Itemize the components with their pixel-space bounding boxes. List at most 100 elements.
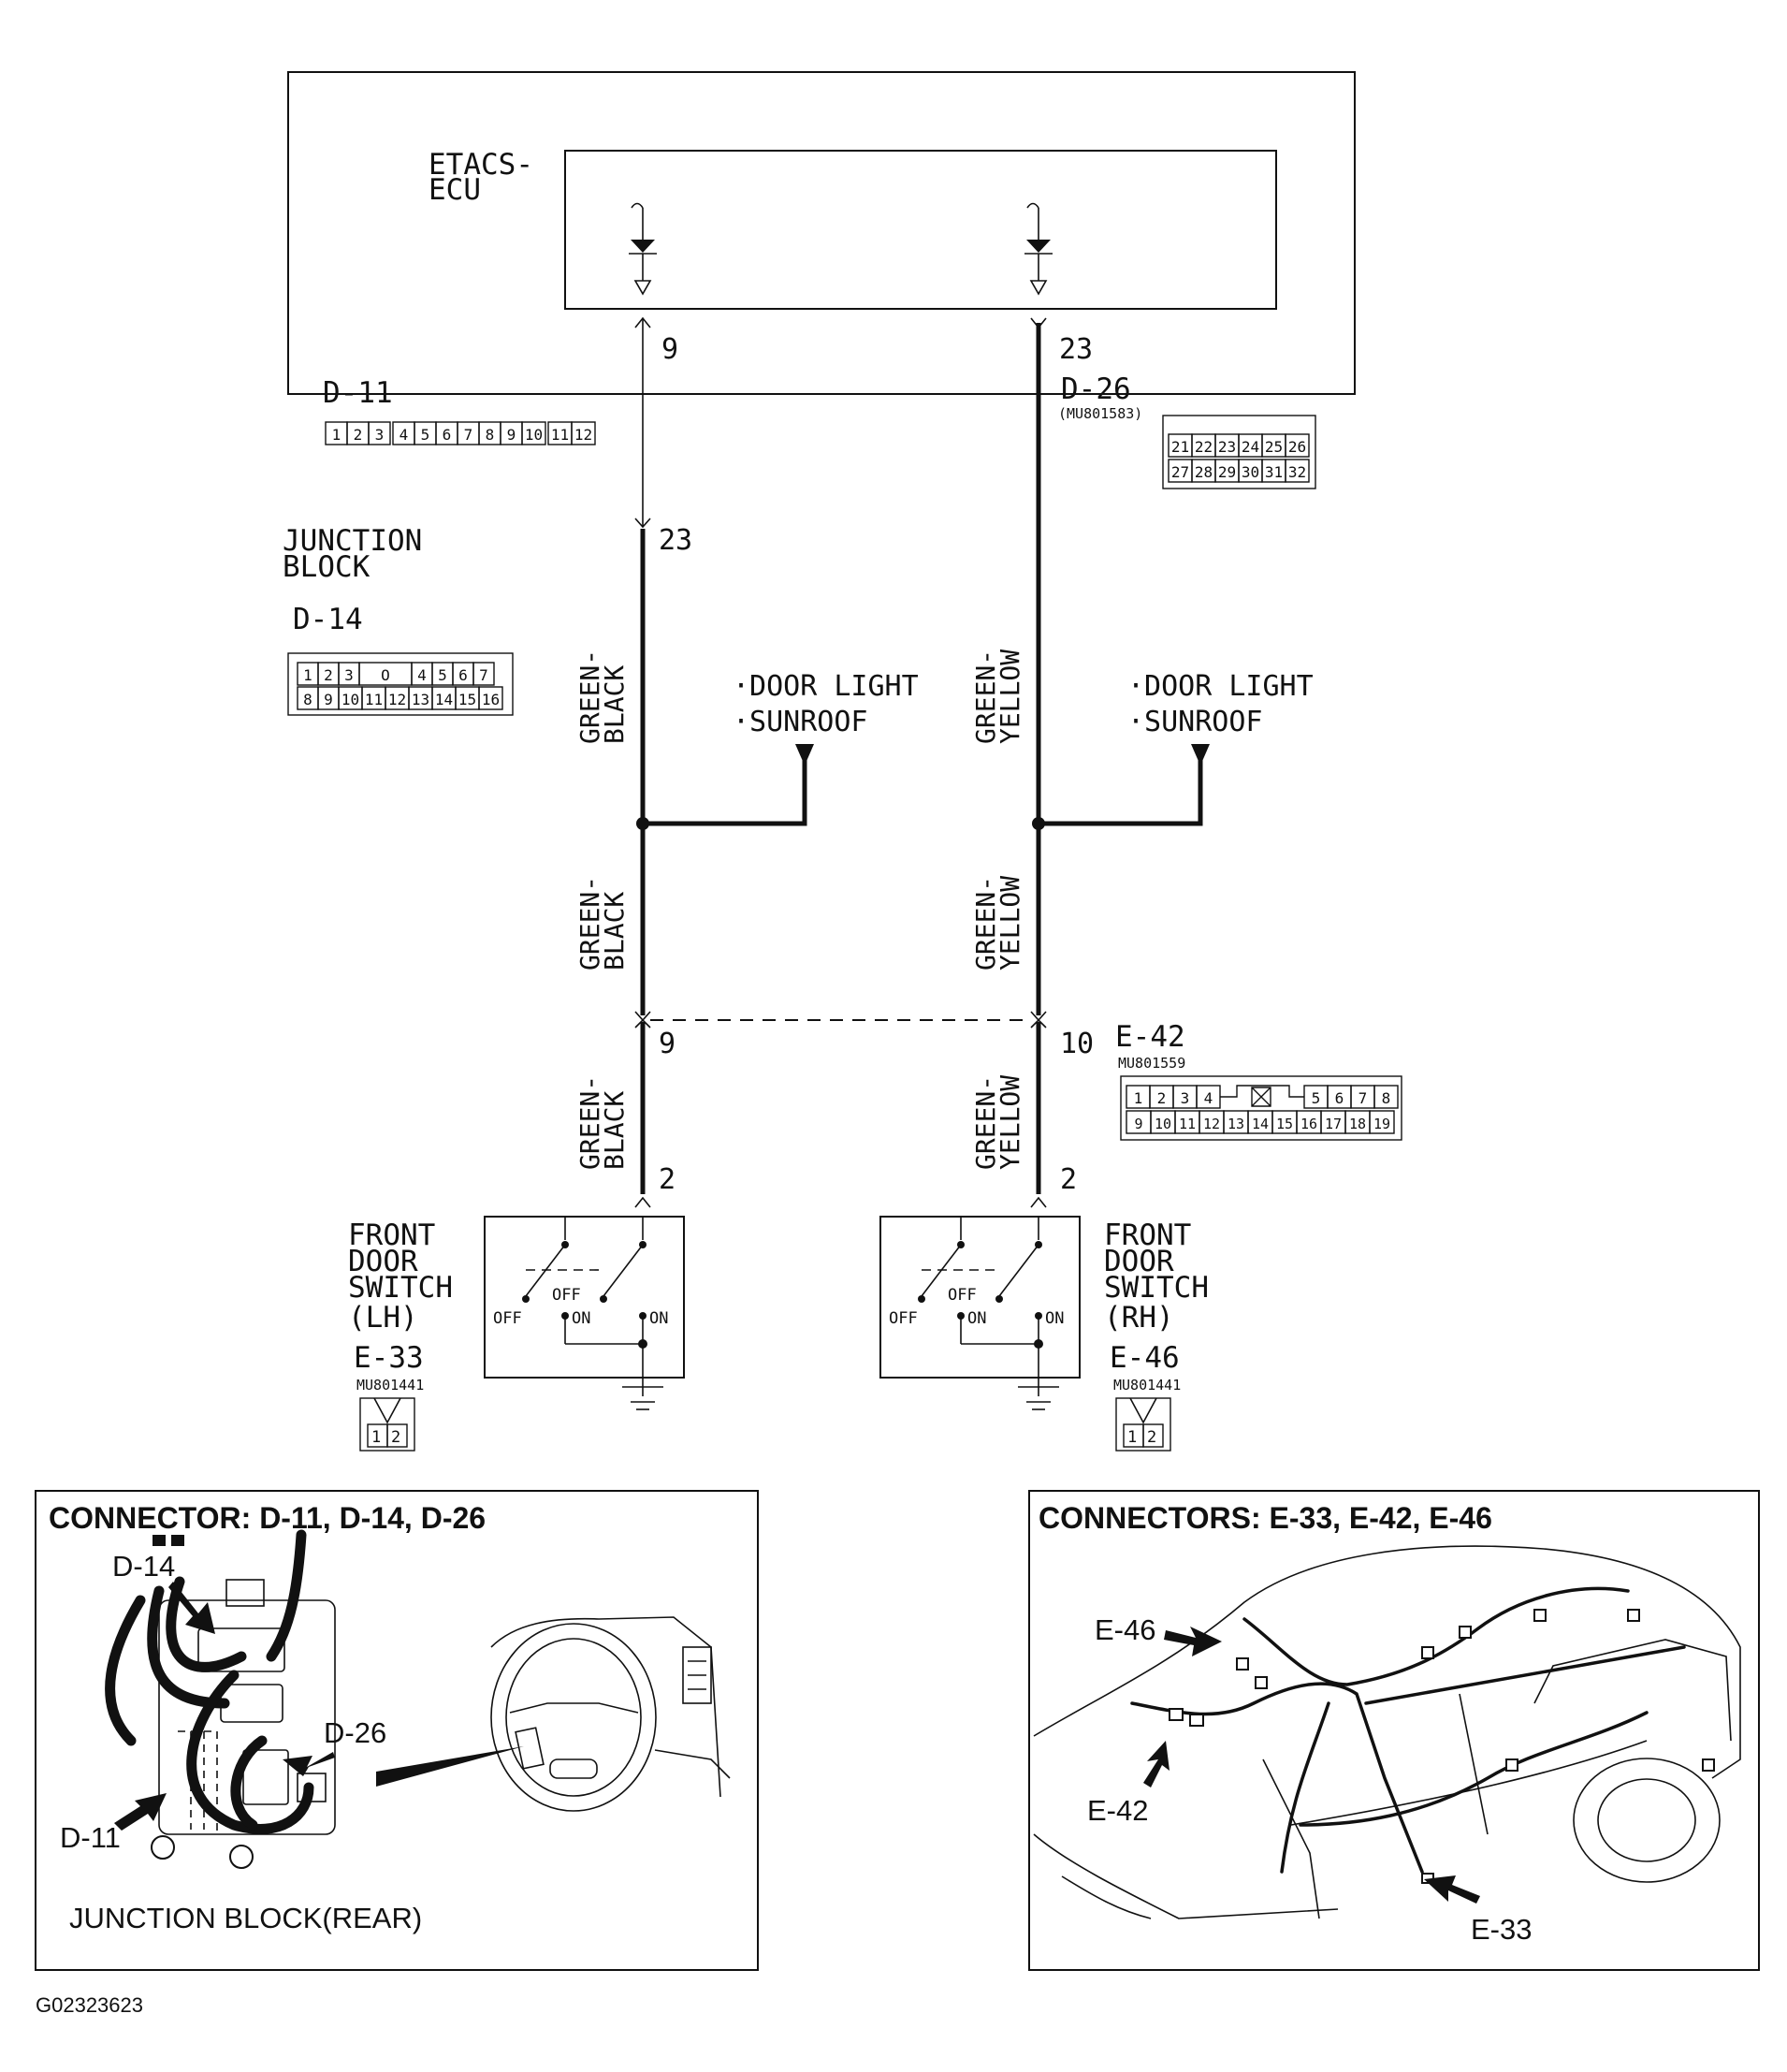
e42-pin-3-label: 3 <box>1181 1089 1190 1107</box>
junction-block-illustration <box>105 1529 336 1869</box>
arrow-e42 <box>1143 1741 1170 1787</box>
d11-pin-12-label: 12 <box>574 426 592 444</box>
switch-lh-on-label-1: ON <box>572 1309 590 1328</box>
d14-pin-1-label: 1 <box>303 666 312 684</box>
wire-label-right-top: GREEN- YELLOW <box>970 649 1025 744</box>
arrow-d11 <box>114 1793 167 1831</box>
d14-pin-10-label: 10 <box>341 691 359 708</box>
connector-mark-right-top <box>1030 317 1047 329</box>
pin-ecu-9: 9 <box>661 333 678 366</box>
pin-switch-lh-2: 2 <box>659 1163 676 1196</box>
location-wedge <box>376 1746 524 1787</box>
d26-pin-32-cell <box>1285 459 1310 483</box>
switch-rh-on-label-1: ON <box>967 1309 986 1328</box>
arrow-d26 <box>283 1752 335 1776</box>
panel-right-frame <box>1028 1490 1760 1971</box>
e42-label: E-42 <box>1115 1020 1185 1054</box>
branch-right-door-light: ·DOOR LIGHT <box>1127 670 1314 703</box>
connector-mark-left-e42 <box>634 1011 651 1029</box>
d11-pin-10-cell <box>521 421 546 445</box>
d14-pin-15-label: 15 <box>458 691 476 708</box>
e42-pin-7-label: 7 <box>1358 1089 1368 1107</box>
svg-text:GREEN-: GREEN- <box>574 649 605 744</box>
d11-pin-8-label: 8 <box>486 426 495 444</box>
svg-text:BLACK: BLACK <box>599 892 630 970</box>
callout-e46: E-46 <box>1095 1613 1155 1646</box>
switch-lh-label-3: SWITCH <box>348 1271 453 1305</box>
branch-left <box>643 758 807 826</box>
pin-e42-9: 9 <box>659 1028 676 1060</box>
e42-pin-15-label: 15 <box>1276 1116 1293 1132</box>
wire-label-left-bottom: GREEN- BLACK <box>574 1075 630 1170</box>
e42-pin-2-label: 2 <box>1157 1089 1167 1107</box>
switch-rh-label-2: DOOR <box>1104 1245 1174 1278</box>
e33-connector: 1 2 <box>359 1397 415 1452</box>
connector-mark-left-switch <box>634 1196 651 1208</box>
e42-pin-16-label: 16 <box>1300 1116 1317 1132</box>
panel-left-title: CONNECTOR: D-11, D-14, D-26 <box>49 1501 486 1535</box>
e42-pin-19-cell <box>1369 1110 1395 1134</box>
e42-part-number: MU801559 <box>1118 1055 1185 1072</box>
d14-pin-11-label: 11 <box>365 691 383 708</box>
d14-pin-7-label: 7 <box>479 666 488 684</box>
svg-text:YELLOW: YELLOW <box>995 1075 1025 1170</box>
d14-pin-14-label: 14 <box>435 691 453 708</box>
d11-pin-3-cell <box>368 421 391 445</box>
callout-d11: D-11 <box>60 1821 121 1854</box>
branch-left-sunroof: ·SUNROOF <box>733 706 868 738</box>
callout-d14: D-14 <box>112 1550 175 1583</box>
front-door-switch-rh <box>879 1216 1081 1410</box>
connector-mark-left-jb <box>634 518 651 529</box>
d14-pin-13-label: 13 <box>412 691 429 708</box>
svg-text:1: 1 <box>1127 1428 1137 1447</box>
svg-text:BLACK: BLACK <box>599 665 630 744</box>
d14-pin-7-cell <box>472 662 495 686</box>
e42-pin-17-label: 17 <box>1325 1116 1342 1132</box>
switch-lh-off-label-2: OFF <box>552 1286 581 1305</box>
svg-text:GREEN-: GREEN- <box>970 876 1001 970</box>
d26-pin-31-label: 31 <box>1265 463 1283 481</box>
d26-pin-25-label: 25 <box>1265 438 1283 456</box>
d26-pin-26-label: 26 <box>1288 438 1306 456</box>
e46-label: E-46 <box>1110 1341 1180 1375</box>
steering-wheel-illustration <box>490 1616 731 1812</box>
branch-right <box>1039 758 1203 826</box>
wire-label-right-bottom: GREEN- YELLOW <box>970 1075 1025 1170</box>
switch-lh-label-2: DOOR <box>348 1245 418 1278</box>
ecu-label-line1: ETACS- <box>429 148 533 182</box>
d14-marker-1 <box>153 1535 166 1546</box>
junction-block-label-line2: BLOCK <box>283 550 370 584</box>
vehicle-illustration <box>1033 1545 1741 1919</box>
svg-text:BLACK: BLACK <box>599 1091 630 1170</box>
e33-label: E-33 <box>354 1341 424 1375</box>
connector-mark-right-e42 <box>1030 1011 1047 1029</box>
d14-pin-16-label: 16 <box>482 691 500 708</box>
switch-rh-label-1: FRONT <box>1104 1218 1191 1252</box>
d26-pin-24-label: 24 <box>1242 438 1259 456</box>
e42-pin-19-label: 19 <box>1373 1116 1390 1132</box>
branch-left-arrow <box>795 744 814 766</box>
switch-rh-off-label-1: OFF <box>889 1309 918 1328</box>
d14-pin-8-label: 8 <box>303 691 312 708</box>
d14-pin-6-label: 6 <box>458 666 468 684</box>
d26-label: D-26 <box>1061 372 1131 406</box>
connector-mark-right-switch <box>1030 1196 1047 1208</box>
panel-left-caption: JUNCTION BLOCK(REAR) <box>69 1902 422 1934</box>
svg-text:YELLOW: YELLOW <box>995 876 1025 970</box>
d14-label: D-14 <box>293 603 363 636</box>
d26-pin-23-label: 23 <box>1218 438 1236 456</box>
d11-pin-2-label: 2 <box>354 426 363 444</box>
d11-pin-12-cell <box>571 421 596 445</box>
e42-pin-12-label: 12 <box>1203 1116 1220 1132</box>
d26-part-number: (MU801583) <box>1058 405 1142 422</box>
e46-part-number: MU801441 <box>1113 1377 1181 1393</box>
ecu-diode-left <box>629 202 657 296</box>
front-door-switch-lh <box>484 1216 685 1410</box>
e42-keyway <box>1220 1085 1304 1107</box>
d14-pin-4-label: 4 <box>417 666 427 684</box>
ecu-inner-box <box>564 150 1277 310</box>
